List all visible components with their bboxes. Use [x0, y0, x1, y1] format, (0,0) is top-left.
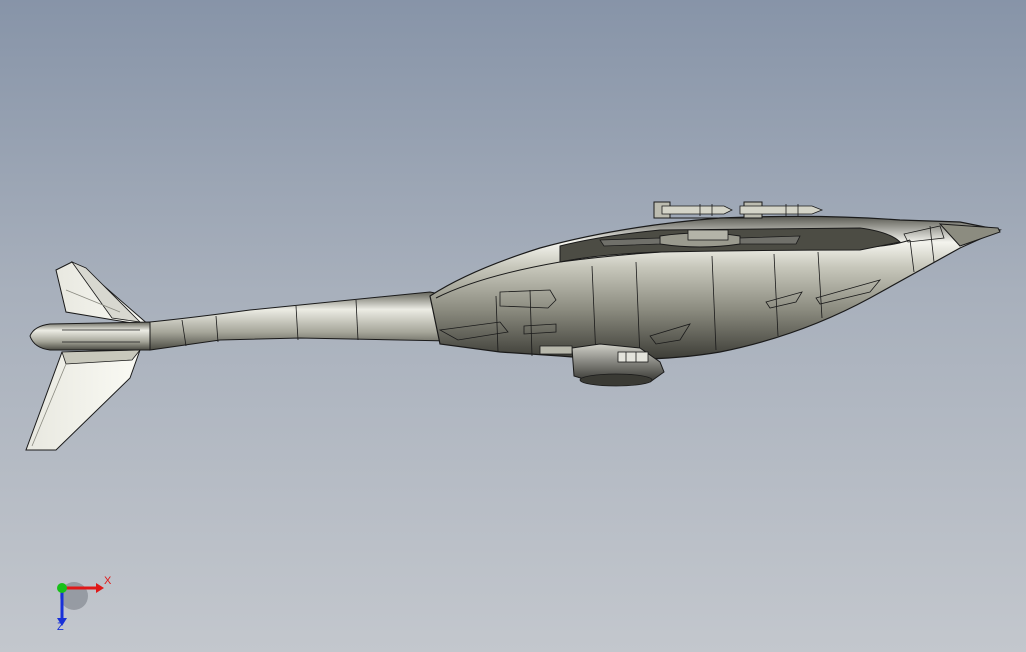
top-missile-pod [653, 201, 824, 219]
axis-x-label: X [104, 575, 112, 587]
lower-landing-pod [539, 343, 665, 387]
axis-triad-icon: X Y Z [40, 566, 130, 646]
lower-tail-fin [25, 349, 141, 451]
nose-cone [938, 223, 1001, 247]
axis-y-dot [57, 583, 67, 593]
tail-hub [29, 321, 151, 351]
tail-boom [149, 291, 501, 351]
axis-z-label: Z [57, 621, 64, 633]
